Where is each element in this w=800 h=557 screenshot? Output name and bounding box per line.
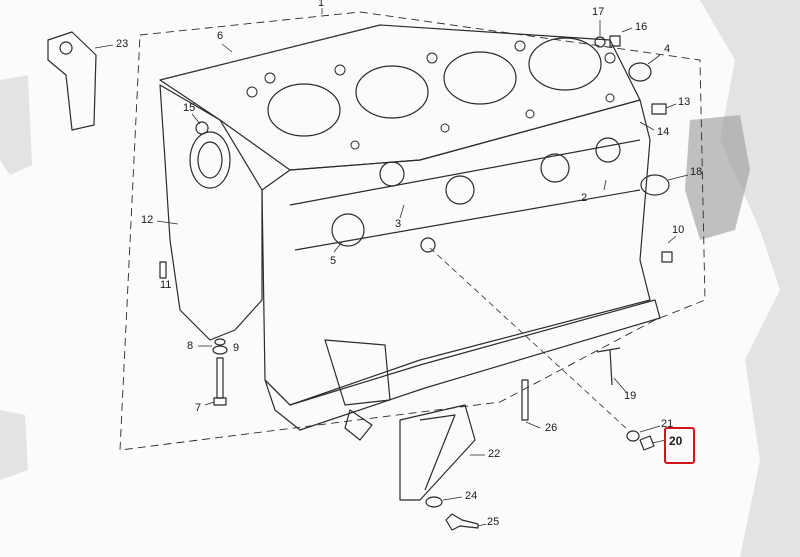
right-dark-mark — [685, 115, 750, 240]
block-top-deck — [159, 24, 641, 171]
part-15-cap — [195, 121, 209, 135]
callout-17: 17 — [592, 6, 605, 18]
sump-rail — [264, 299, 661, 431]
callout-12: 12 — [141, 214, 154, 226]
callout-24: 24 — [465, 490, 478, 502]
callout-5: 5 — [330, 255, 337, 267]
part-21-washer — [626, 430, 640, 442]
callout-2: 2 — [581, 192, 588, 204]
bore-3 — [443, 51, 517, 105]
callout-26: 26 — [545, 422, 558, 434]
lower-bracket — [344, 409, 373, 441]
part-7-bolt-head — [213, 397, 227, 406]
block-side — [261, 99, 651, 406]
callout-25: 25 — [487, 516, 500, 528]
leader-4 — [647, 54, 661, 65]
leader-19 — [613, 377, 627, 393]
callout-20-highlight-box — [664, 427, 695, 464]
part-23-hole — [59, 41, 73, 55]
block-side-rib-2 — [294, 189, 641, 251]
part-20-plug — [639, 435, 655, 451]
callout-7: 7 — [195, 402, 202, 414]
leader-21 — [639, 425, 661, 433]
part-7-bolt — [216, 357, 224, 399]
callout-20: 20 — [669, 434, 683, 448]
part-24-washer — [425, 496, 443, 508]
callout-10: 10 — [672, 224, 685, 236]
part-11-bolt — [159, 261, 167, 279]
bore-4 — [528, 37, 602, 91]
callout-4: 4 — [664, 43, 671, 55]
front-plate-boss — [189, 131, 231, 189]
part-23-mount-bracket — [47, 31, 97, 131]
part-16-plug — [609, 35, 621, 47]
leader-6 — [221, 43, 233, 53]
block-side-rib — [289, 139, 641, 206]
callout-9: 9 — [233, 342, 240, 354]
callout-6: 6 — [217, 30, 224, 42]
bottom-left-smudge — [0, 410, 28, 480]
alignment-line — [429, 247, 629, 431]
callout-3: 3 — [395, 218, 402, 230]
leader-24 — [442, 496, 463, 501]
leader-26 — [525, 421, 541, 429]
part-22-rib — [419, 414, 456, 491]
leader-3 — [399, 204, 405, 219]
left-scan-smudge — [0, 75, 32, 175]
leader-13 — [665, 103, 677, 109]
part-9-washer — [212, 345, 228, 355]
part-13-fitting — [651, 103, 667, 115]
leader-10 — [667, 235, 677, 244]
drain-plug — [420, 237, 436, 253]
leader-14 — [639, 121, 655, 131]
part-26-stud — [521, 379, 529, 421]
bore-2 — [355, 65, 429, 119]
core-plug-5 — [331, 213, 365, 247]
front-plate — [159, 84, 263, 341]
core-plug-3 — [379, 161, 405, 187]
part-17-washer — [594, 36, 606, 48]
right-scan-shadow — [700, 0, 800, 557]
leader-2 — [603, 179, 607, 191]
callout-14: 14 — [657, 126, 670, 138]
core-plug-mid — [445, 175, 475, 205]
callout-23: 23 — [116, 38, 129, 50]
callout-1: 1 — [318, 0, 325, 9]
leader-5 — [333, 241, 343, 253]
callout-16: 16 — [635, 21, 648, 33]
callout-18: 18 — [690, 166, 703, 178]
part-18-seal — [640, 174, 670, 196]
leader-7 — [204, 401, 215, 406]
callout-11: 11 — [160, 279, 172, 291]
callout-13: 13 — [678, 96, 691, 108]
part-8-washer — [214, 338, 226, 346]
part-25-bolt — [445, 513, 479, 531]
part-10-plug — [661, 251, 673, 263]
core-plug-rear — [540, 153, 570, 183]
part-22-rear-bracket — [399, 404, 476, 501]
leader-15 — [191, 113, 201, 125]
core-plug-2 — [595, 137, 621, 163]
part-19-tube — [596, 347, 621, 386]
front-plate-boss-inner — [197, 141, 223, 179]
leader-12 — [156, 220, 179, 225]
bore-1 — [267, 83, 341, 137]
callout-19: 19 — [624, 390, 637, 402]
callout-15: 15 — [183, 102, 196, 114]
leader-16 — [621, 27, 633, 33]
callout-21: 21 — [661, 418, 674, 430]
assembly-boundary-dashed — [119, 11, 706, 451]
callout-22: 22 — [488, 448, 501, 460]
deck-holes — [246, 40, 616, 150]
leader-25 — [477, 523, 487, 527]
leader-18 — [667, 174, 689, 181]
leader-23 — [94, 44, 114, 49]
side-bracket — [324, 339, 391, 406]
callout-8: 8 — [187, 340, 194, 352]
leader-20 — [651, 439, 667, 444]
part-4-core-plug — [628, 62, 652, 82]
